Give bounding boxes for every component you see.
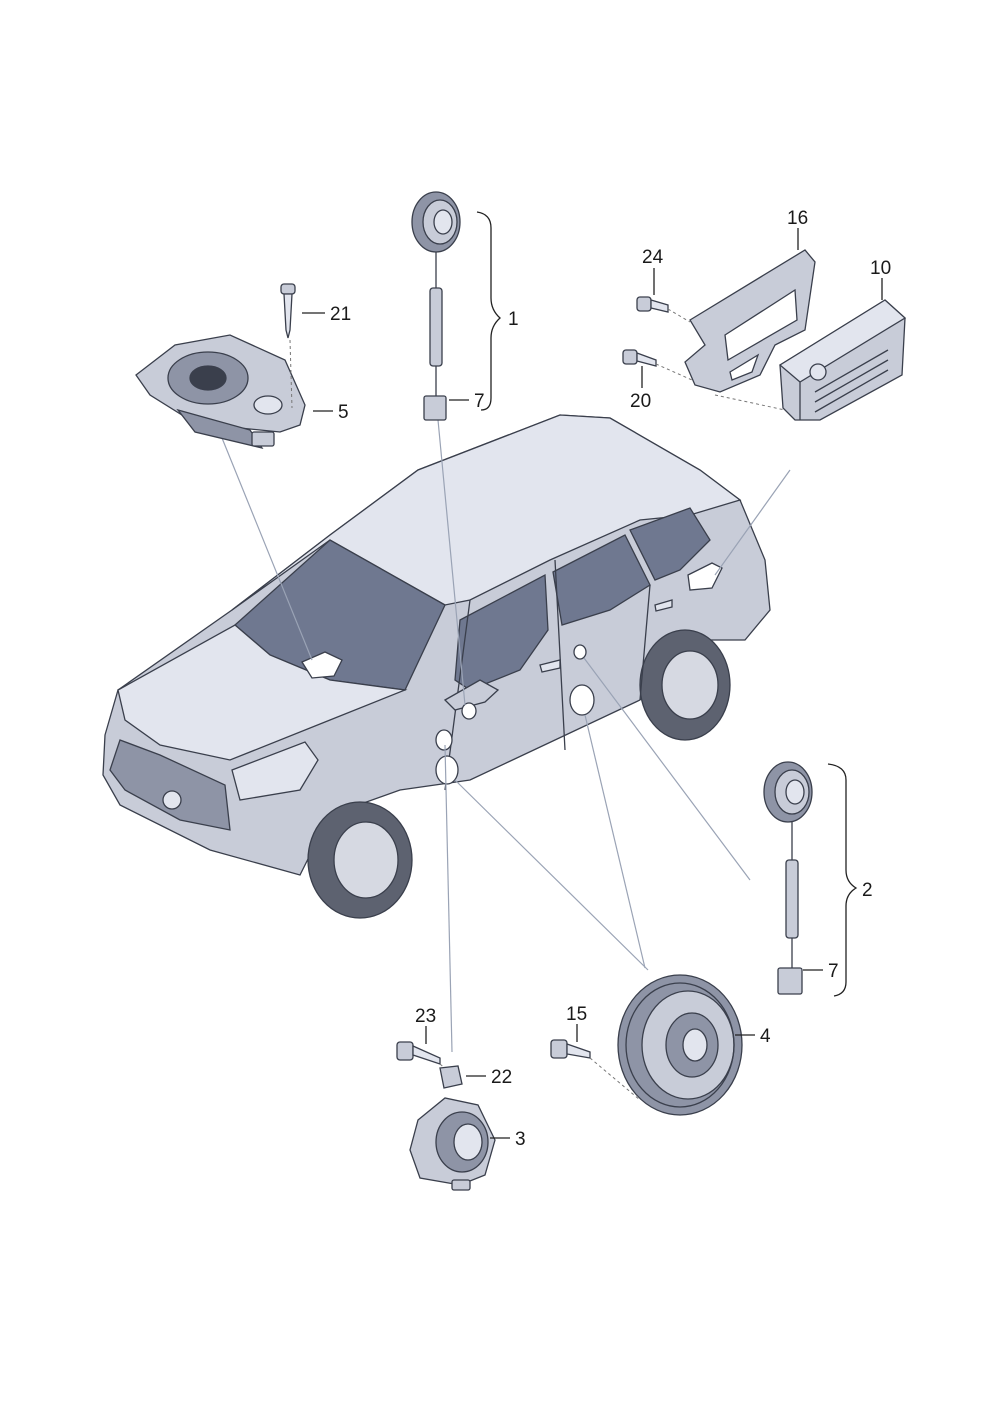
rear-tweeter-part [763, 761, 813, 995]
dash-speaker-part [135, 334, 306, 450]
screw-24-icon [636, 296, 669, 313]
callout-5: 5 [338, 402, 349, 423]
callout-24: 24 [642, 247, 664, 268]
rear-woofer-part [617, 974, 743, 1116]
rear-tweeter-opening [573, 644, 587, 660]
callout-2: 2 [862, 880, 873, 901]
screw-23-icon [396, 1041, 441, 1065]
callout-3: 3 [515, 1129, 526, 1150]
screw-20-icon [622, 349, 657, 367]
screw-21-icon [280, 283, 296, 339]
front-tweeter-opening [461, 702, 477, 720]
screw-15-icon [550, 1039, 591, 1059]
callout-10: 10 [870, 258, 891, 279]
amplifier-part [778, 299, 907, 421]
callout-22: 22 [491, 1067, 512, 1088]
clip-22-icon [439, 1065, 463, 1089]
rear-amp-location [687, 562, 723, 591]
callout-21: 21 [330, 304, 351, 325]
pointer-lines [221, 419, 791, 1053]
leader-lines [302, 228, 883, 1139]
front-mid-opening [435, 729, 453, 751]
callout-16: 16 [787, 208, 808, 229]
front-tweeter-part [411, 191, 461, 421]
front-woofer-opening [435, 755, 459, 785]
callout-20: 20 [630, 391, 651, 412]
callout-7-front: 7 [474, 391, 485, 412]
callout-4: 4 [760, 1026, 771, 1047]
brand-logo-icon [162, 790, 182, 810]
callout-15: 15 [566, 1004, 587, 1025]
callout-23: 23 [415, 1006, 436, 1027]
callout-labels: 21 5 1 7 16 10 24 20 2 7 4 15 23 22 3 [330, 208, 891, 1150]
suv-vehicle [102, 414, 771, 919]
rear-woofer-opening [569, 684, 595, 716]
amp-bracket-part [684, 249, 816, 393]
callout-7-rear: 7 [828, 961, 839, 982]
callout-1: 1 [508, 309, 519, 330]
front-mid-speaker-part [409, 1097, 496, 1191]
